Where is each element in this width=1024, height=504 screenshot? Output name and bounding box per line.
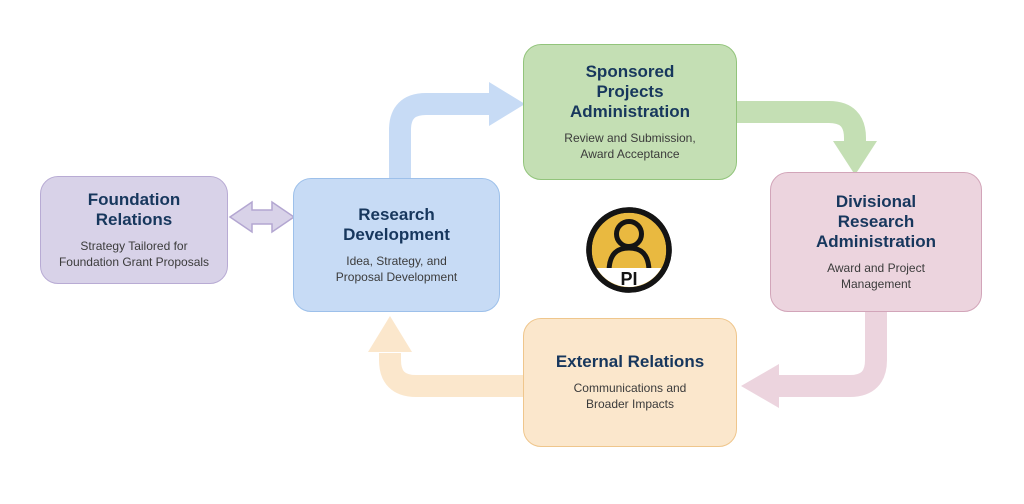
arrow-foundation-research-two-way: [228, 200, 296, 234]
pi-badge: PI: [585, 206, 673, 294]
arrow-external-to-research: [368, 316, 525, 397]
pi-label: PI: [620, 269, 637, 289]
arrow-research-to-sponsored: [389, 82, 525, 192]
pi-person-icon: PI: [586, 207, 672, 293]
node-external-relations: External Relations Communications and Br…: [523, 318, 737, 447]
arrow-divisional-to-external: [741, 308, 887, 408]
node-subtitle: Strategy Tailored for Foundation Grant P…: [58, 238, 210, 269]
node-subtitle: Award and Project Management: [827, 260, 925, 291]
node-sponsored-projects-administration: Sponsored Projects Administration Review…: [523, 44, 737, 180]
node-research-development: Research Development Idea, Strategy, and…: [293, 178, 500, 312]
node-title: Foundation Relations: [87, 189, 181, 229]
node-title: Divisional Research Administration: [816, 191, 936, 251]
pi-circle-ring: [586, 207, 672, 293]
node-foundation-relations: Foundation Relations Strategy Tailored f…: [40, 176, 228, 284]
node-subtitle: Idea, Strategy, and Proposal Development: [335, 253, 458, 284]
node-subtitle: Communications and Broader Impacts: [573, 381, 687, 412]
arrow-sponsored-to-divisional: [735, 101, 877, 175]
node-title: External Relations: [555, 352, 705, 372]
person-head-shape: [614, 219, 644, 249]
node-title: Research Development: [343, 204, 450, 244]
node-subtitle: Review and Submission, Award Acceptance: [564, 130, 696, 161]
node-title: Sponsored Projects Administration: [570, 61, 690, 121]
node-divisional-research-administration: Divisional Research Administration Award…: [770, 172, 982, 312]
